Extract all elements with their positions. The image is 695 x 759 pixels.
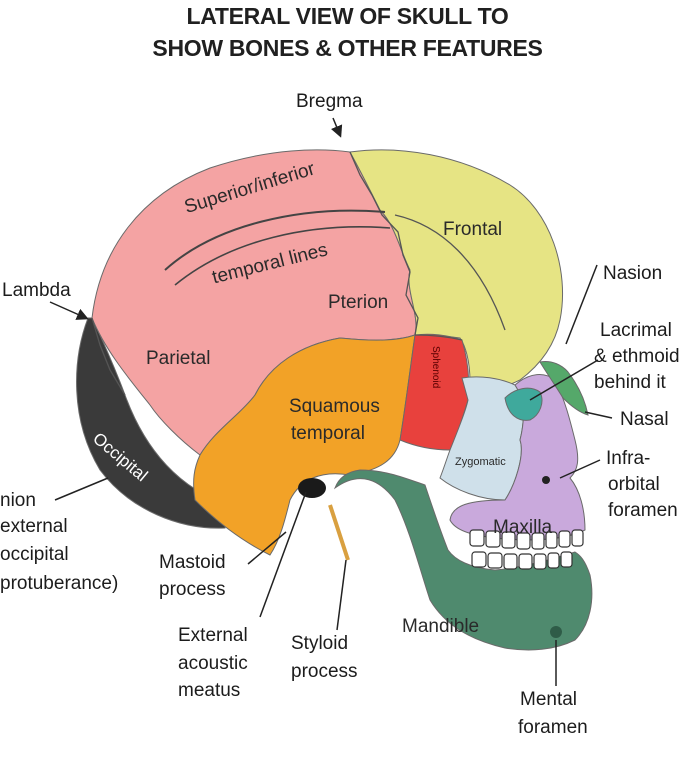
mandible-bone [333, 469, 593, 651]
label-nasion: Nasion [603, 263, 663, 284]
label-inion-1: nion [0, 490, 36, 511]
frontal-line [394, 214, 506, 331]
external-acoustic-meatus [298, 478, 326, 498]
nasal-bone [539, 361, 589, 416]
label-lacrimal-1: Lacrimal [600, 320, 672, 341]
label-bregma: Bregma [296, 91, 363, 112]
label-nasal: Nasal [620, 409, 669, 430]
label-lacrimal-2: & ethmoid [594, 346, 680, 367]
label-squamous-2: temporal [291, 423, 365, 444]
label-infra-1: Infra- [606, 448, 651, 469]
label-infra-3: foramen [608, 500, 678, 521]
label-inion-4: protuberance) [0, 573, 119, 594]
label-squamous-1: Squamous [289, 396, 380, 417]
inferior-temporal-line [174, 226, 391, 286]
label-lambda: Lambda [2, 280, 71, 301]
lower-teeth [471, 551, 573, 570]
label-sphenoid: Sphenoid [430, 346, 441, 389]
label-eam-1: External [178, 625, 248, 646]
label-mastoid-2: process [159, 579, 226, 600]
label-styloid-1: Styloid [291, 633, 349, 654]
styloid-process [328, 504, 350, 561]
leader-lines [49, 117, 613, 686]
label-zygomatic: Zygomatic [455, 456, 506, 468]
superior-temporal-line [164, 209, 386, 271]
mental-foramen [550, 626, 562, 638]
infraorbital-foramen [542, 476, 550, 484]
label-mental-2: foramen [518, 717, 588, 738]
label-maxilla: Maxilla [493, 517, 553, 538]
label-inion-3: occipital [0, 544, 69, 565]
label-eam-2: acoustic [178, 653, 248, 674]
sutures [91, 151, 463, 396]
occipital-bone [76, 317, 231, 529]
lacrimal-bone [504, 387, 543, 421]
temporal-bone [193, 334, 416, 556]
label-mastoid-1: Mastoid [159, 552, 226, 573]
label-infra-2: orbital [608, 474, 660, 495]
label-pterion: Pterion [328, 292, 389, 313]
label-inion-2: external [0, 516, 68, 537]
label-styloid-2: process [291, 661, 358, 682]
upper-teeth [469, 529, 584, 550]
title-line-1: LATERAL VIEW OF SKULL TO [186, 3, 509, 29]
title-line-2: SHOW BONES & OTHER FEATURES [152, 35, 543, 61]
label-frontal: Frontal [443, 219, 503, 240]
label-lacrimal-3: behind it [594, 372, 666, 393]
label-mandible: Mandible [402, 616, 480, 637]
label-parietal: Parietal [146, 348, 211, 369]
label-mental-1: Mental [520, 689, 578, 710]
label-eam-3: meatus [178, 680, 241, 701]
